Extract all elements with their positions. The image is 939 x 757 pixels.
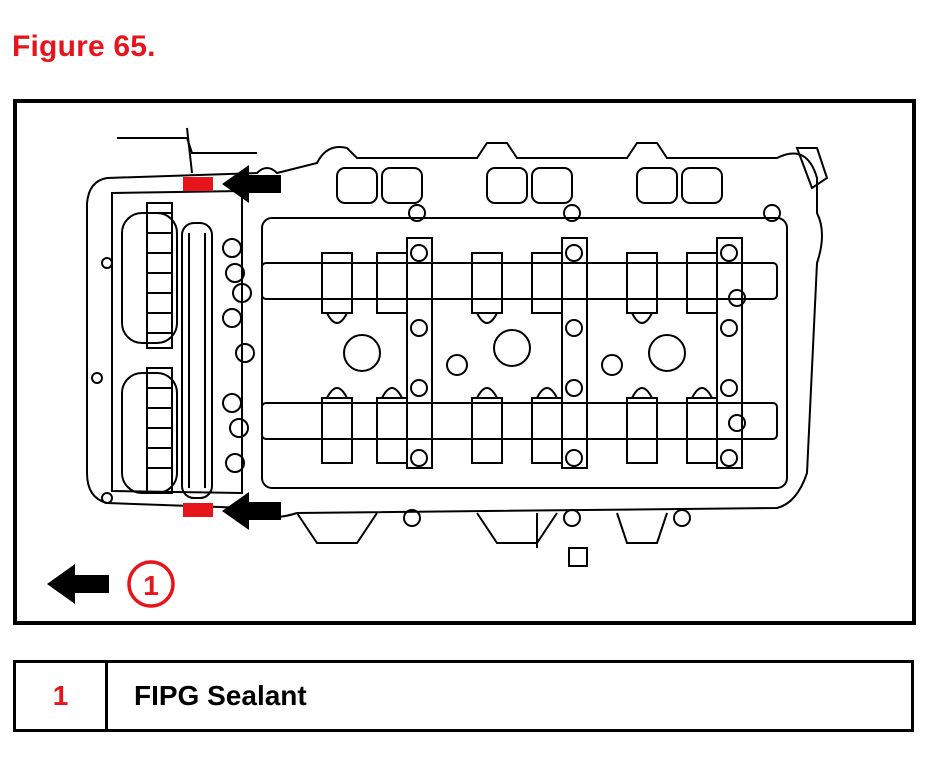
bearing-caps — [406, 237, 743, 469]
cylinder-head-outline — [86, 142, 823, 518]
diagram-frame: 1 — [13, 99, 916, 625]
engine-head-illustration: 1 — [47, 127, 829, 608]
perimeter-bolts — [91, 204, 781, 527]
timing-chain — [181, 222, 213, 499]
arrow-left-icon — [222, 165, 281, 203]
arrow-left-icon — [222, 492, 281, 530]
spark-plug-wells — [343, 329, 686, 376]
exhaust-camshaft — [261, 387, 778, 464]
sealant-mark-icon — [183, 503, 213, 517]
intake-camshaft — [261, 252, 778, 324]
legend-number: 1 — [16, 663, 108, 729]
arrow-left-icon — [47, 564, 109, 604]
legend-description: FIPG Sealant — [134, 680, 307, 711]
callout-circle-icon — [127, 560, 175, 608]
legend-table: 1 FIPG Sealant — [13, 660, 914, 732]
intake-ports — [336, 167, 723, 204]
sealant-mark-icon — [183, 177, 213, 191]
callout-number: 1 — [143, 570, 159, 601]
lower-sprocket — [121, 367, 178, 494]
tensioner-bolts — [222, 238, 255, 473]
figure-title: Figure 65. — [12, 30, 156, 63]
upper-sprocket — [121, 202, 178, 349]
